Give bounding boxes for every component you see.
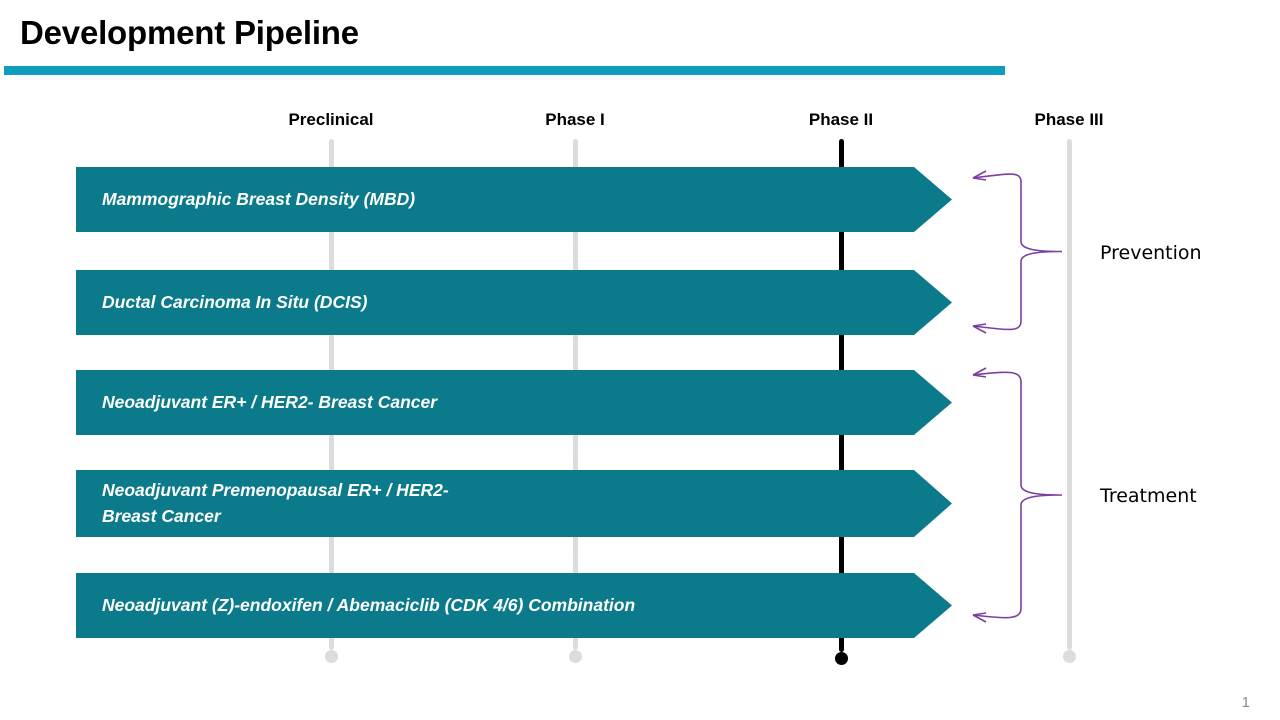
phase-endpoint-dot-2 — [568, 650, 582, 663]
group-label-treatment: Treatment — [1100, 485, 1197, 507]
phase-endpoint-dot-1 — [324, 650, 338, 663]
phase-label-2: Phase I — [545, 110, 605, 129]
pipeline-bar-3[interactable]: Neoadjuvant ER+ / HER2- Breast Cancer — [76, 370, 952, 435]
group-label-prevention: Prevention — [1100, 242, 1202, 264]
pipeline-bar-4[interactable]: Neoadjuvant Premenopausal ER+ / HER2- Br… — [76, 470, 952, 537]
phase-label-1: Preclinical — [288, 110, 374, 129]
pipeline-bar-label: Mammographic Breast Density (MBD) — [102, 188, 416, 209]
phase-endpoint-dot-3 — [834, 652, 848, 665]
phase-label-3: Phase II — [808, 110, 874, 129]
pipeline-bar-label: Neoadjuvant (Z)-endoxifen / Abemaciclib … — [102, 594, 636, 615]
pipeline-bar-label: Neoadjuvant ER+ / HER2- Breast Cancer — [102, 391, 438, 412]
pipeline-bar-1[interactable]: Mammographic Breast Density (MBD) — [76, 167, 952, 232]
page-title: Development Pipeline — [20, 14, 359, 51]
pipeline-bar-label: Neoadjuvant Premenopausal ER+ / HER2- Br… — [102, 480, 449, 526]
phase-gridline-4 — [1066, 139, 1072, 650]
phase-endpoint-dot-4 — [1062, 650, 1076, 663]
pipeline-bar-label: Ductal Carcinoma In Situ (DCIS) — [102, 291, 368, 312]
title-accent-rule — [4, 66, 1005, 75]
pipeline-bar-5[interactable]: Neoadjuvant (Z)-endoxifen / Abemaciclib … — [76, 573, 952, 638]
page-number: 1 — [1241, 694, 1250, 711]
pipeline-bar-2[interactable]: Ductal Carcinoma In Situ (DCIS) — [76, 270, 952, 335]
phase-label-4: Phase III — [1034, 110, 1104, 129]
